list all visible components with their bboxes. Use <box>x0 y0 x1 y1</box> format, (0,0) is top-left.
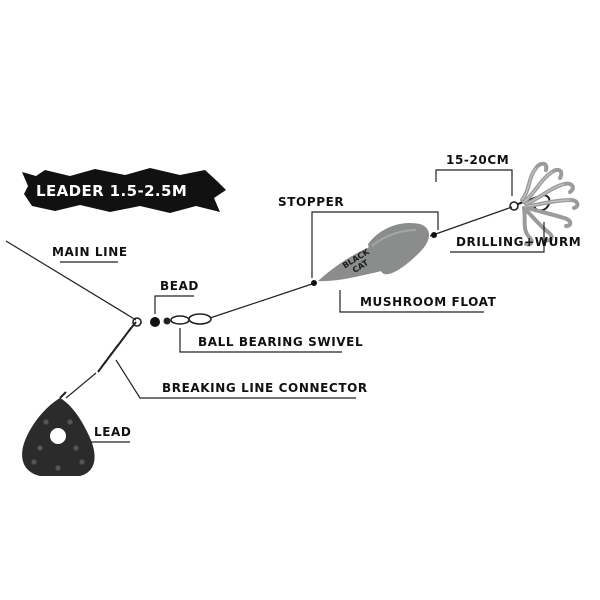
label-distance: 15-20CM <box>446 153 509 167</box>
distance-pointer <box>435 169 513 196</box>
leader-banner-text: LEADER 1.5-2.5M <box>36 182 187 200</box>
stopper-bead-upper <box>431 232 437 238</box>
connector-ring <box>132 317 142 327</box>
label-drilling-wurm: DRILLING+WURM <box>456 235 581 249</box>
float-shading <box>371 229 417 247</box>
lead-weight-dimples <box>31 419 85 471</box>
swivel-pointer <box>179 328 342 353</box>
breaking-line-connector <box>97 317 142 373</box>
ball-bearing-swivel <box>163 313 212 325</box>
drilling-wurm <box>509 161 580 247</box>
bead-pointer <box>154 295 194 314</box>
swivel-bearing <box>163 317 171 325</box>
wurm-tentacles <box>520 161 580 247</box>
bead <box>150 317 160 327</box>
label-ball-bearing-swivel: BALL BEARING SWIVEL <box>198 335 363 349</box>
mushroom-float: BLACK CAT <box>318 222 429 282</box>
lead-weight-ring <box>59 391 67 399</box>
wurm-tentacles-highlight <box>521 167 571 207</box>
label-lead: LEAD <box>94 425 132 439</box>
label-main-line: MAIN LINE <box>52 245 128 259</box>
label-mushroom-float: MUSHROOM FLOAT <box>360 295 497 309</box>
label-leader-lines <box>60 169 545 443</box>
label-stopper: STOPPER <box>278 195 344 209</box>
leader-line-bead-to-float <box>209 282 316 319</box>
stopper-pointer <box>311 211 439 278</box>
leader-line-float-to-hook <box>429 206 513 237</box>
float-head <box>368 222 429 275</box>
lead-link-line <box>65 372 97 399</box>
hook-eye <box>509 201 519 211</box>
float-tail <box>318 246 386 282</box>
leader-banner: LEADER 1.5-2.5M <box>22 168 226 213</box>
lead-weight <box>22 391 95 476</box>
swivel-snap <box>188 313 212 325</box>
connector-pointer <box>115 359 356 399</box>
wurm-pointer <box>450 222 545 253</box>
main-line <box>5 240 137 321</box>
label-breaking-line-connector: BREAKING LINE CONNECTOR <box>162 381 368 395</box>
lead-weight-eye <box>50 428 66 444</box>
leader-banner-shape <box>22 168 226 213</box>
swivel-body <box>170 315 190 325</box>
float-pointer <box>339 290 484 313</box>
label-bead: BEAD <box>160 279 199 293</box>
stopper-bead-lower <box>311 280 317 286</box>
connector-twist <box>97 321 137 373</box>
fishing-lines <box>5 206 513 399</box>
